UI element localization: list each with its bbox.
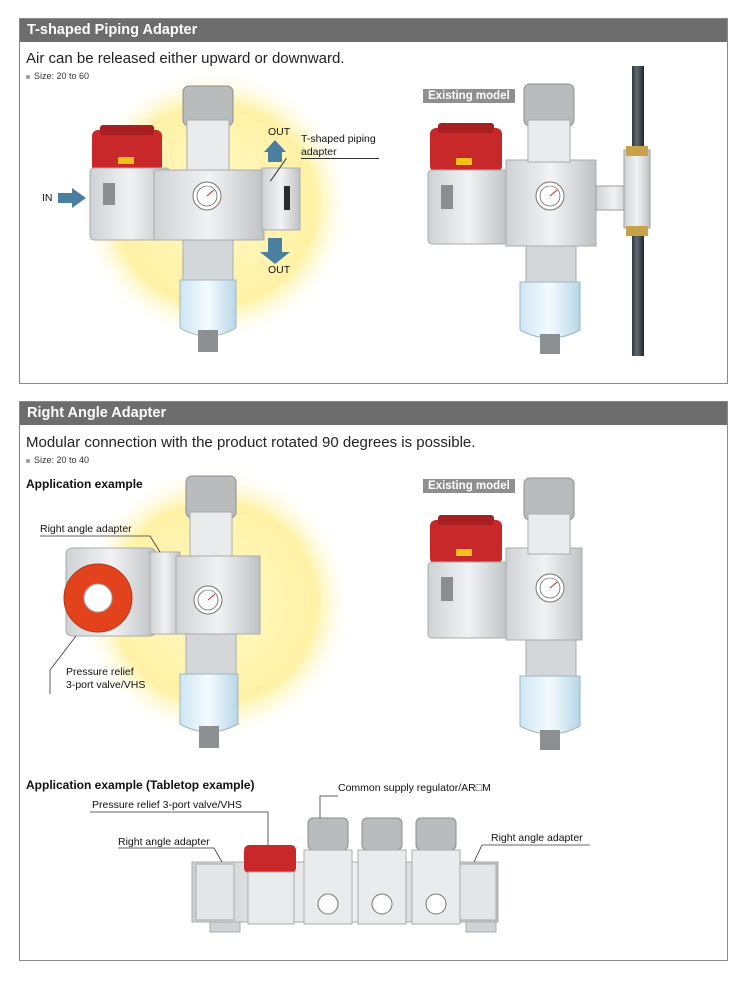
tabletop-example-assembly [191,817,499,933]
existing-model-badge: Existing model [423,89,515,103]
size-note: Size: 20 to 40 [26,455,89,465]
leader-lines [40,535,590,863]
callout-pressure-relief-inline: Pressure relief 3-port valve/VHS [92,799,242,811]
existing-model-badge: Existing model [423,479,515,493]
section-lead: Air can be released either upward or dow… [26,50,345,67]
tabletop-example-heading: Application example (Tabletop example) [26,778,255,792]
callout-right-angle-adapter: Right angle adapter [40,523,132,535]
existing-model-filter [427,477,583,750]
existing-model-filter [427,66,651,356]
section-lead: Modular connection with the product rota… [26,434,476,451]
label-out-bottom: OUT [268,264,291,276]
filter-unit-left [58,85,301,352]
t-adapter-product-illustration [58,66,651,356]
application-example-heading: Application example [26,477,143,491]
callout-pressure-relief-valve: Pressure relief 3-port valve/VHS [66,666,146,691]
label-out-top: OUT [268,126,291,138]
callout-right-angle-left: Right angle adapter [118,836,210,848]
leader-line [301,158,379,159]
right-angle-example-unit [63,475,261,748]
bullet-icon [26,74,30,79]
section-title: Right Angle Adapter [20,402,727,425]
callout-t-adapter: T-shaped piping adapter [301,133,376,158]
size-note: Size: 20 to 60 [26,71,89,81]
label-in: IN [42,192,53,204]
callout-common-supply-regulator: Common supply regulator/AR□M [338,782,491,794]
section-title: T-shaped Piping Adapter [20,19,727,42]
bullet-icon [26,458,30,463]
callout-right-angle-right: Right angle adapter [491,832,583,844]
